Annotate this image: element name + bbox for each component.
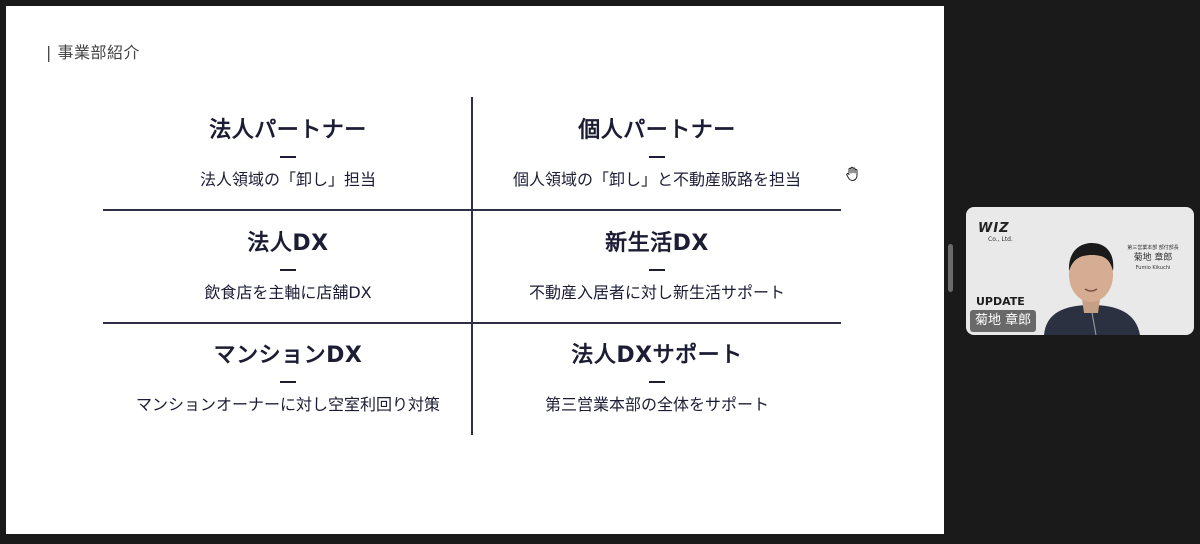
heading-dash [280, 381, 296, 383]
division-heading: 個人パートナー [578, 118, 736, 143]
division-heading: 法人DX [247, 231, 329, 256]
namecard-role: 第三営業本部 部付部長 [1127, 245, 1179, 251]
background-update-text: UPDATE [976, 295, 1025, 308]
hand-cursor-icon [846, 166, 858, 181]
heading-dash [280, 156, 296, 158]
division-card-new-life-dx: 新生活DX 不動産入居者に対し新生活サポート [487, 230, 827, 303]
company-logo: WIZ [978, 221, 1010, 236]
grid-divider-horizontal-2 [103, 322, 841, 324]
heading-dash [649, 269, 665, 271]
division-heading: 新生活DX [605, 231, 709, 256]
participant-video-tile[interactable]: WIZ Co., Ltd. UPDATE 第三営業本部 部付部長 菊地 章郎 F… [966, 207, 1194, 335]
heading-dash [280, 269, 296, 271]
division-card-corporate-dx: 法人DX 飲食店を主軸に店舗DX [118, 230, 458, 303]
grid-divider-horizontal-1 [103, 209, 841, 211]
shared-slide: | 事業部紹介 法人パートナー 法人領域の「卸し」担当 個人パートナー 個人領域… [6, 6, 944, 534]
division-heading: 法人パートナー [209, 118, 367, 143]
division-card-corporate-partner: 法人パートナー 法人領域の「卸し」担当 [118, 117, 458, 190]
company-logo-subtitle: Co., Ltd. [988, 236, 1013, 243]
division-description: 第三営業本部の全体をサポート [544, 395, 769, 414]
slide-section-title: | 事業部紹介 [46, 43, 140, 62]
division-card-corporate-dx-support: 法人DXサポート 第三営業本部の全体をサポート [487, 342, 827, 415]
division-description: 不動産入居者に対し新生活サポート [528, 283, 785, 302]
participant-name-label: 菊地 章郎 [970, 310, 1037, 332]
division-description: 個人領域の「卸し」と不動産販路を担当 [512, 170, 801, 189]
division-description: 法人領域の「卸し」担当 [199, 170, 376, 189]
division-card-mansion-dx: マンションDX マンションオーナーに対し空室利回り対策 [118, 342, 458, 415]
namecard-name: 菊地 章郎 [1133, 253, 1173, 263]
grid-divider-vertical [471, 97, 473, 435]
division-card-individual-partner: 個人パートナー 個人領域の「卸し」と不動産販路を担当 [487, 117, 827, 190]
namecard-romaji: Fumio Kikuchi [1135, 265, 1171, 271]
panel-resize-handle[interactable] [948, 244, 953, 292]
division-heading: 法人DXサポート [571, 343, 743, 368]
participant-namecard: 第三営業本部 部付部長 菊地 章郎 Fumio Kikuchi [1118, 245, 1188, 272]
heading-dash [649, 381, 665, 383]
division-description: 飲食店を主軸に店舗DX [204, 283, 372, 302]
division-heading: マンションDX [213, 343, 363, 368]
division-description: マンションオーナーに対し空室利回り対策 [135, 395, 440, 414]
participant-avatar [1044, 243, 1140, 335]
heading-dash [649, 156, 665, 158]
